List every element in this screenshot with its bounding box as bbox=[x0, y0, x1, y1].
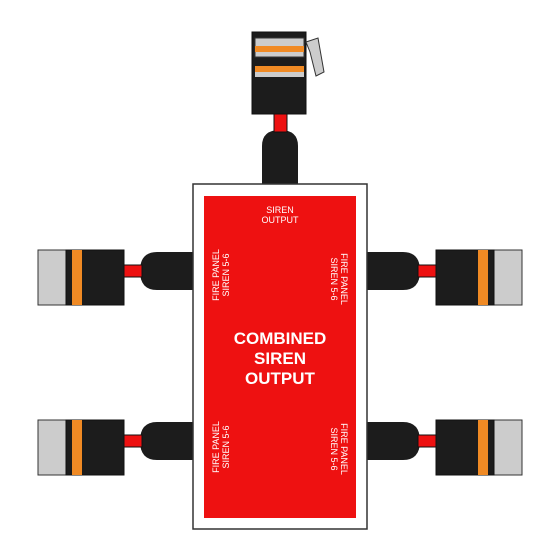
enclosure-panel bbox=[204, 196, 356, 518]
left-lower-cable-boot bbox=[140, 422, 194, 460]
port-label-bottom-left: FIRE PANEL SIREN 5-6 bbox=[211, 421, 231, 473]
right-lower-plug-icon bbox=[435, 419, 523, 476]
siren-output-label-line1: SIREN bbox=[266, 205, 294, 215]
port-label-top-left-line1: FIRE PANEL bbox=[211, 249, 221, 301]
center-label-line1: COMBINED bbox=[234, 329, 327, 348]
left-upper-wire bbox=[123, 264, 143, 278]
port-label-bottom-left-line2: SIREN 5-6 bbox=[221, 425, 231, 468]
top-cable-boot bbox=[262, 130, 298, 186]
port-label-bottom-right-line1: FIRE PANEL bbox=[339, 423, 349, 475]
left-lower-connector bbox=[37, 419, 194, 476]
port-label-bottom-right-line2: SIREN 5-6 bbox=[329, 427, 339, 470]
center-label-line3: OUTPUT bbox=[245, 369, 316, 388]
center-label-line2: SIREN bbox=[254, 349, 306, 368]
port-label-bottom-left-line1: FIRE PANEL bbox=[211, 421, 221, 473]
right-lower-cable-boot bbox=[366, 422, 420, 460]
left-lower-wire bbox=[123, 434, 143, 448]
top-wire bbox=[273, 111, 288, 133]
right-upper-connector bbox=[366, 249, 523, 306]
port-label-bottom-right: FIRE PANEL SIREN 5-6 bbox=[329, 423, 349, 475]
right-lower-wire bbox=[417, 434, 437, 448]
left-upper-connector bbox=[37, 249, 194, 306]
left-lower-plug-icon bbox=[37, 419, 125, 476]
siren-output-label-line2: OUTPUT bbox=[262, 215, 300, 225]
port-label-top-right-line1: FIRE PANEL bbox=[339, 253, 349, 305]
left-upper-cable-boot bbox=[140, 252, 194, 290]
right-upper-wire bbox=[417, 264, 437, 278]
latch-tab-icon bbox=[305, 37, 325, 77]
right-upper-cable-boot bbox=[366, 252, 420, 290]
left-upper-plug-icon bbox=[37, 249, 125, 306]
top-plug-icon bbox=[251, 31, 325, 115]
port-label-top-right-line2: SIREN 5-6 bbox=[329, 257, 339, 300]
port-label-top-left: FIRE PANEL SIREN 5-6 bbox=[211, 249, 231, 301]
port-label-top-right: FIRE PANEL SIREN 5-6 bbox=[329, 253, 349, 305]
port-label-top-left-line2: SIREN 5-6 bbox=[221, 253, 231, 296]
right-lower-connector bbox=[366, 419, 523, 476]
right-upper-plug-icon bbox=[435, 249, 523, 306]
top-output-connector bbox=[251, 31, 325, 186]
